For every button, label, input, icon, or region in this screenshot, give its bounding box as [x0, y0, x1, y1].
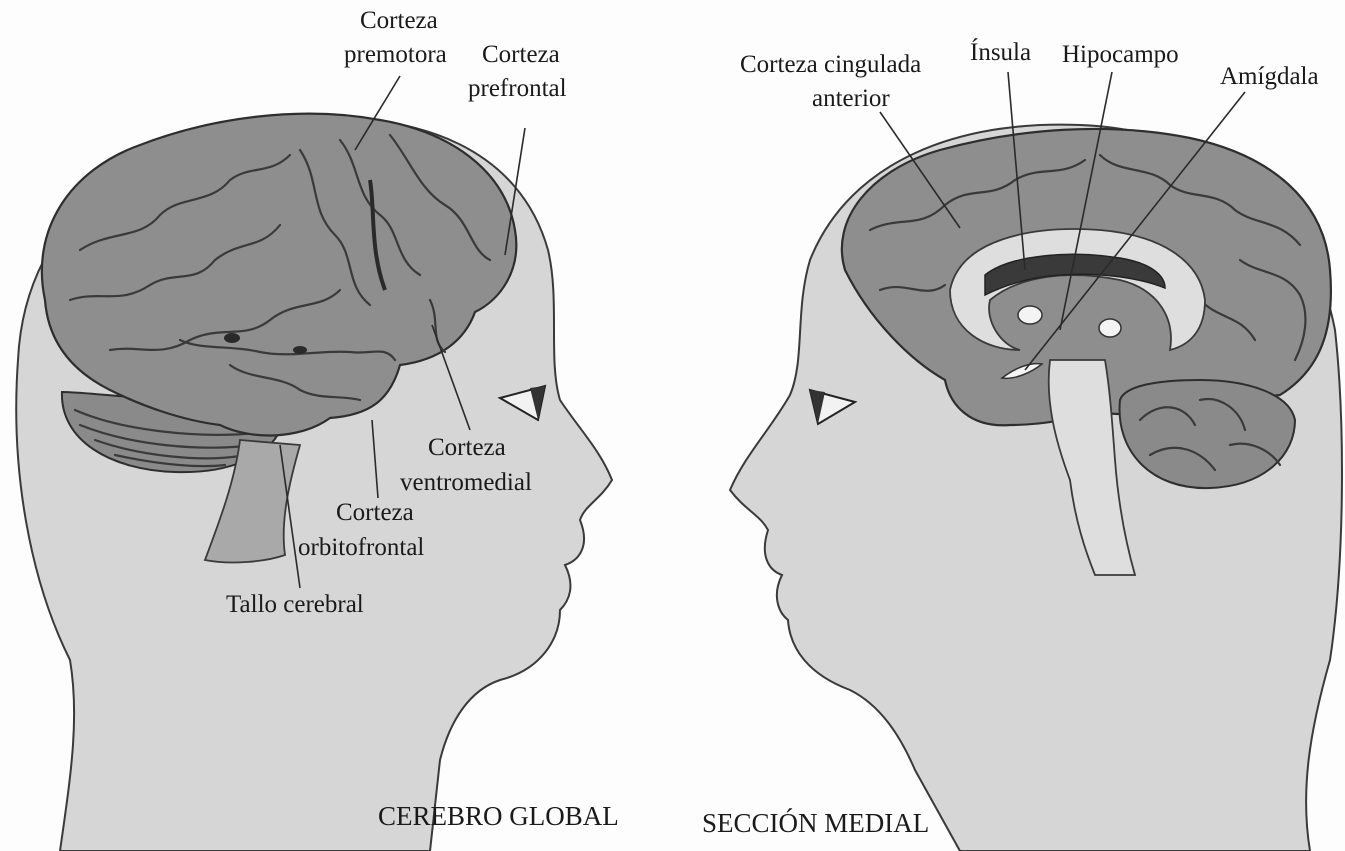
- right-labels: Corteza cingulada anterior Ínsula Hipoca…: [740, 38, 1319, 112]
- label-orbitofrontal-line2: orbitofrontal: [298, 534, 424, 561]
- caption-cerebro-global: CEREBRO GLOBAL: [378, 801, 619, 831]
- label-prefrontal-line2: prefrontal: [468, 75, 567, 102]
- label-insula: Ínsula: [970, 38, 1031, 66]
- label-amigdala: Amígdala: [1220, 63, 1319, 90]
- label-premotora-line2: premotora: [344, 41, 447, 68]
- right-fornix-node: [1018, 306, 1042, 324]
- right-pineal-node: [1099, 319, 1121, 337]
- label-ventromedial-line2: ventromedial: [400, 469, 532, 496]
- label-orbitofrontal-line1: Corteza: [336, 499, 414, 526]
- label-premotora-line1: Corteza: [360, 7, 438, 34]
- right-head: [730, 125, 1342, 851]
- label-ventromedial-line1: Corteza: [428, 434, 506, 461]
- label-hipocampo: Hipocampo: [1062, 41, 1179, 68]
- label-tallo-cerebral: Tallo cerebral: [226, 591, 364, 618]
- label-cingulada-line2: anterior: [812, 85, 890, 112]
- label-cingulada-line1: Corteza cingulada: [740, 51, 921, 78]
- label-prefrontal-line1: Corteza: [482, 41, 560, 68]
- caption-seccion-medial: SECCIÓN MEDIAL: [702, 808, 929, 838]
